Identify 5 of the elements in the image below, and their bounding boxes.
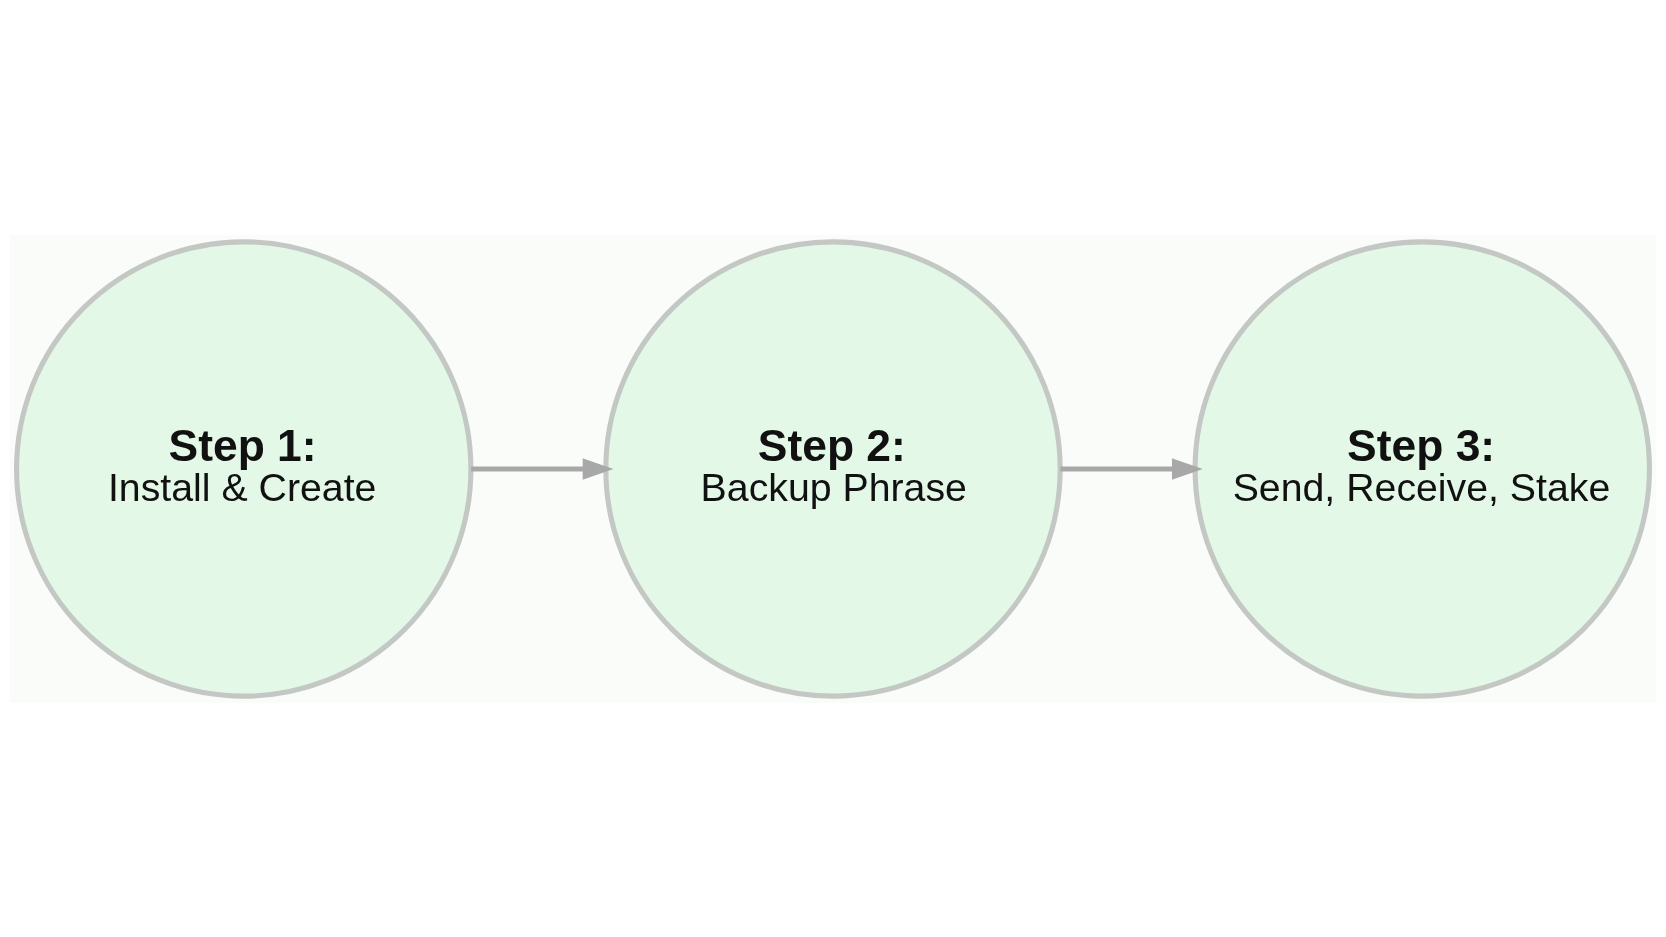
arrow bbox=[471, 457, 614, 480]
arrow bbox=[1060, 457, 1203, 480]
node-circle: Step 1: Install & Create bbox=[14, 238, 474, 699]
node-circle: Step 3: Send, Receive, Stake bbox=[1192, 238, 1652, 699]
node-circle: Step 2: Backup Phrase bbox=[603, 238, 1063, 699]
